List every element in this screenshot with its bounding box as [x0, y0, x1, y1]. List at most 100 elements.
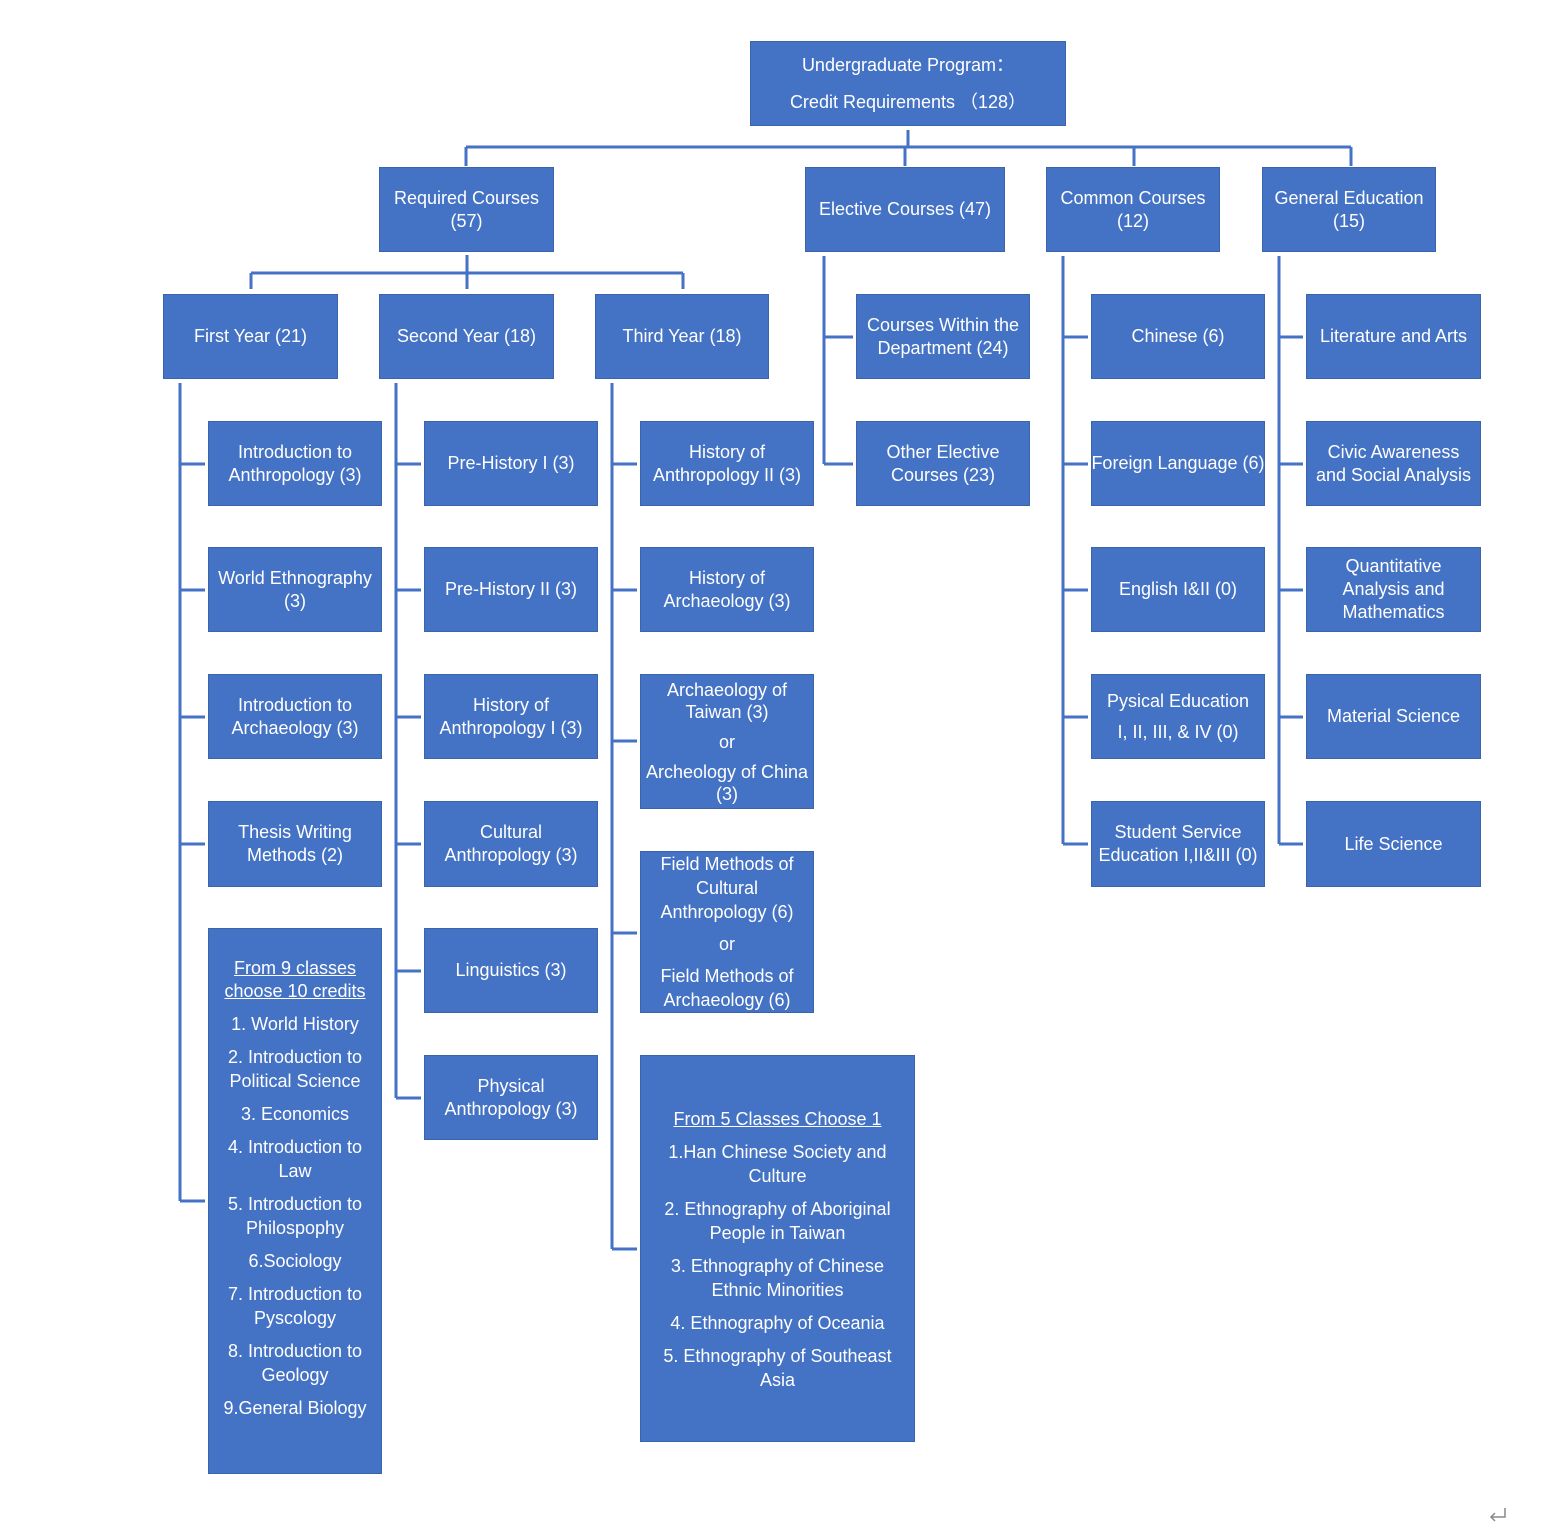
- node-label: Archaeology (3): [231, 717, 359, 738]
- item-line: 2. Ethnography of Aboriginal: [664, 1199, 891, 1219]
- third-year-choice-list: From 5 Classes Choose 1 1.Han Chinese So…: [640, 1055, 915, 1442]
- node-label: Literature and Arts: [1319, 326, 1468, 346]
- general-education-node: General Education (15): [1262, 167, 1436, 252]
- root-node: Undergraduate Program： Credit Requiremen…: [750, 41, 1066, 126]
- item-line: Geology: [261, 1365, 329, 1385]
- node-label: Life Science: [1344, 833, 1443, 854]
- node-label: Pre-History I (3): [447, 453, 575, 473]
- node-label: Student Service: [1114, 822, 1242, 842]
- node-label: Common Courses: [1060, 187, 1206, 208]
- node-label: Archaeology of: [666, 679, 788, 700]
- or-separator: or: [718, 934, 735, 954]
- node-label: Quantitative: [1345, 556, 1442, 576]
- node-label: Anthropology (3): [228, 464, 362, 485]
- node-label: and Social Analysis: [1315, 464, 1472, 485]
- node-label: Third Year (18): [622, 326, 742, 346]
- item-line: Political Science: [229, 1071, 361, 1091]
- node-label: Pysical Education: [1106, 690, 1250, 711]
- course-quantitative-analysis: Quantitative Analysis and Mathematics: [1306, 547, 1481, 632]
- node-label: Cultural: [479, 822, 543, 842]
- node-label: English I&II (0): [1118, 579, 1238, 599]
- node-label: (15): [1332, 210, 1365, 231]
- node-label: World Ethnography: [218, 567, 372, 588]
- item-line: Philospophy: [245, 1218, 345, 1238]
- node-label: Foreign Language (6): [1091, 453, 1265, 473]
- list-item: 6.Sociology: [248, 1249, 341, 1273]
- course-history-archaeology: History of Archaeology (3): [640, 547, 814, 632]
- item-line: 1. World History: [231, 1014, 359, 1034]
- list-item: 1. World History: [231, 1012, 359, 1036]
- node-label: Courses (23): [890, 464, 996, 485]
- list-item: 7. Introduction to Pyscology: [228, 1282, 362, 1330]
- or-separator: or: [718, 731, 735, 752]
- node-label: Introduction to: [237, 694, 353, 715]
- course-material-science: Material Science: [1306, 674, 1481, 759]
- root-title-line2: Credit Requirements （128）: [789, 91, 1027, 112]
- node-label: Anthropology (3): [444, 1098, 578, 1119]
- node-label: Physical: [477, 1075, 545, 1096]
- list-item: 4. Ethnography of Oceania: [670, 1311, 884, 1335]
- node-label: Other Elective: [886, 441, 1000, 462]
- third-year-node: Third Year (18): [595, 294, 769, 379]
- node-label: Anthropology I (3): [439, 717, 583, 738]
- course-thesis-writing: Thesis Writing Methods (2): [208, 801, 382, 887]
- node-label: Taiwan (3): [685, 701, 769, 722]
- item-line: 3. Economics: [240, 1104, 350, 1124]
- item-line: 5. Introduction to: [227, 1194, 363, 1214]
- course-linguistics: Linguistics (3): [424, 928, 598, 1013]
- node-label: Mathematics: [1342, 602, 1445, 622]
- choice-heading: From 5 Classes Choose 1: [673, 1109, 882, 1129]
- course-archaeology-taiwan-or-china: Archaeology of Taiwan (3) or Archeology …: [640, 674, 814, 809]
- first-year-node: First Year (21): [163, 294, 338, 379]
- course-cultural-anthropology: Cultural Anthropology (3): [424, 801, 598, 887]
- item-line: 4. Ethnography of Oceania: [670, 1313, 885, 1333]
- node-label: I, II, III, & IV (0): [1117, 721, 1239, 742]
- node-label: (12): [1116, 210, 1149, 231]
- node-label: (3): [716, 783, 738, 804]
- node-label: (57): [450, 210, 483, 231]
- node-label: Introduction to: [237, 441, 353, 462]
- course-intro-anthropology: Introduction to Anthropology (3): [208, 421, 382, 506]
- node-label: Chinese (6): [1131, 326, 1225, 346]
- course-physical-education: Pysical Education I, II, III, & IV (0): [1091, 674, 1265, 759]
- node-label: First Year (21): [193, 326, 308, 346]
- item-line: 5. Ethnography of Southeast: [663, 1346, 892, 1366]
- node-label: History of: [688, 441, 766, 462]
- course-history-anthropology-1: History of Anthropology I (3): [424, 674, 598, 759]
- return-arrow-icon: [1489, 1508, 1506, 1522]
- course-physical-anthropology: Physical Anthropology (3): [424, 1055, 598, 1140]
- course-history-anthropology-2: History of Anthropology II (3): [640, 421, 814, 506]
- item-line: 2. Introduction to: [227, 1047, 363, 1067]
- node-label: Cultural: [695, 878, 759, 898]
- item-line: Pyscology: [253, 1308, 337, 1328]
- elective-courses-node: Elective Courses (47): [805, 167, 1005, 252]
- node-label: Education I,II&III (0): [1098, 845, 1258, 865]
- node-label: Second Year (18): [396, 326, 537, 346]
- node-label: History of: [472, 694, 550, 715]
- course-civic-awareness: Civic Awareness and Social Analysis: [1306, 421, 1481, 506]
- item-line: 7. Introduction to: [227, 1284, 363, 1304]
- course-prehistory-2: Pre-History II (3): [424, 547, 598, 632]
- item-line: 4. Introduction to: [227, 1137, 363, 1157]
- node-label: (3): [284, 590, 306, 611]
- node-label: Thesis Writing: [238, 822, 352, 842]
- list-item: 2. Introduction to Political Science: [228, 1045, 362, 1093]
- node-label: Analysis and: [1342, 579, 1445, 599]
- node-label: Archeology of China: [645, 761, 809, 782]
- required-courses-node: Required Courses (57): [379, 167, 554, 252]
- node-label: Courses Within the: [866, 314, 1020, 335]
- course-literature-arts: Literature and Arts: [1306, 294, 1481, 379]
- item-line: Culture: [748, 1166, 807, 1186]
- item-line: 6.Sociology: [248, 1251, 342, 1271]
- node-label: Department (24): [877, 337, 1009, 358]
- course-field-methods: Field Methods of Cultural Anthropology (…: [640, 851, 814, 1013]
- course-world-ethnography: World Ethnography (3): [208, 547, 382, 632]
- node-label: Anthropology (6): [660, 902, 794, 922]
- course-other-elective: Other Elective Courses (23): [856, 421, 1030, 506]
- course-life-science: Life Science: [1306, 801, 1481, 887]
- node-label: Field Methods of: [660, 854, 794, 874]
- item-line: 9.General Biology: [223, 1398, 367, 1418]
